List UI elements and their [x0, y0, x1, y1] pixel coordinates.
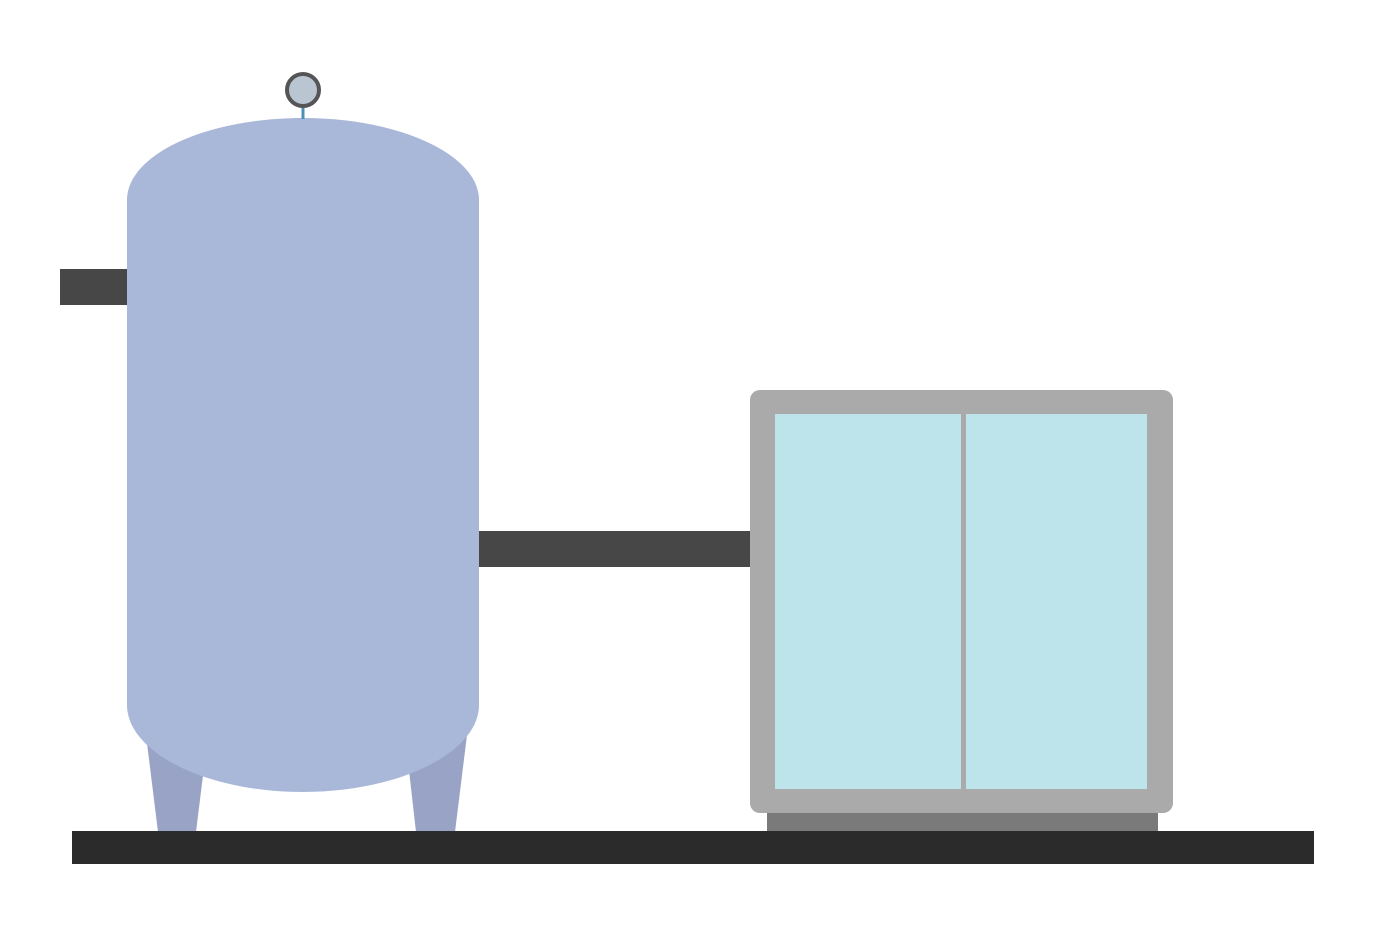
pressure-gauge-icon: [285, 72, 321, 108]
floor-base: [72, 831, 1314, 864]
outlet-pipe: [60, 269, 130, 305]
compressor-panel-left: [775, 414, 961, 789]
connecting-pipe: [476, 531, 756, 567]
compressor-panel-right: [966, 414, 1147, 789]
air-receiver-tank: [127, 118, 479, 792]
